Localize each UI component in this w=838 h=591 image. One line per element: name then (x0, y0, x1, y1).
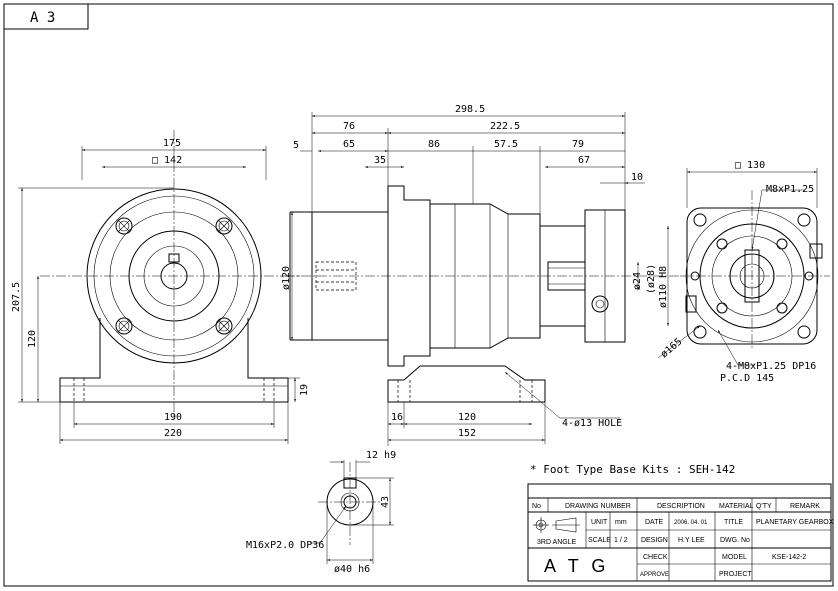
flange-length-dim: 76 (343, 121, 355, 132)
scale-value: 1 / 2 (614, 537, 628, 544)
dia28-dim: (ø28) (646, 264, 657, 294)
shaft-detail: 12 h9 43 M16xP2.0 DP36 ø40 h6 (246, 450, 396, 575)
kit-note: * Foot Type Base Kits : SEH-142 (530, 463, 735, 476)
dia110-dim: ø110 H8 (658, 266, 669, 308)
shaft-key-width: 12 h9 (366, 450, 396, 461)
d79-dim: 79 (572, 139, 584, 150)
side-view: 298.5 76 222.5 5 65 86 57.5 79 35 67 10 … (281, 104, 680, 446)
projection-symbol (533, 517, 580, 533)
header-remark: REMARK (790, 503, 820, 510)
shaft-diameter: ø40 h6 (334, 564, 370, 575)
front-foot-inner-dim: 190 (164, 412, 182, 423)
projection-label: 3RD ANGLE (537, 539, 577, 546)
output-bolt-holes (690, 213, 814, 339)
front-foot-height-dim: 19 (299, 384, 310, 396)
foot-d152-dim: 152 (458, 428, 476, 439)
dia24-dim: ø24 (632, 272, 643, 290)
header-drawing-number: DRAWING NUMBER (565, 503, 631, 510)
shaft-key-height: 43 (380, 496, 391, 508)
check-label: CHECK (643, 554, 668, 561)
dwg-label: DWG. No (720, 537, 750, 544)
front-center-height-dim: 120 (27, 330, 38, 348)
company-logo-text: A T G (544, 556, 609, 576)
d35-dim: 35 (374, 155, 386, 166)
body-length-dim: 222.5 (490, 121, 520, 132)
d10-dim: 10 (631, 172, 643, 183)
header-description: DESCRIPTION (657, 503, 705, 510)
front-view: 175 □ 142 207.5 120 19 190 220 (11, 130, 310, 444)
header-no: No (532, 503, 541, 510)
project-label: PROJECT (719, 571, 752, 578)
d65-dim: 65 (343, 139, 355, 150)
output-square-dim: □ 130 (735, 160, 765, 171)
shaft-thread: M16xP2.0 DP36 (246, 540, 324, 551)
design-value: H.Y LEE (678, 537, 705, 544)
header-material: MATERIAL (719, 503, 754, 510)
sheet-size-label: A 3 (30, 10, 55, 26)
title-label: TITLE (724, 519, 743, 526)
hole-note: 4-ø13 HOLE (562, 418, 622, 429)
design-label: DESIGN (641, 537, 668, 544)
model-value: KSE-142-2 (772, 554, 806, 561)
date-label: DATE (645, 519, 663, 526)
title-block: No DRAWING NUMBER DESCRIPTION MATERIAL Q… (527, 483, 834, 582)
header-qty: Q'TY (756, 503, 772, 510)
unit-value: mm (615, 519, 627, 526)
approve-label: APPROVE (640, 572, 669, 578)
dia120-dim: ø120 (281, 266, 292, 290)
unit-label: UNIT (591, 519, 608, 526)
d67-dim: 67 (578, 155, 590, 166)
front-foot-outer-dim: 220 (164, 428, 182, 439)
sheet-border (3, 3, 834, 587)
scale-label: SCALE (588, 537, 611, 544)
output-thread-note: 4-M8xP1.25 DP16 (726, 361, 816, 372)
front-square-dim: □ 142 (152, 155, 182, 166)
d57-dim: 57.5 (494, 139, 518, 150)
model-label: MODEL (722, 554, 747, 561)
title-value: PLANETARY GEARBOX (756, 519, 834, 526)
gap-dim: 5 (293, 140, 299, 151)
foot-d120-dim: 120 (458, 412, 476, 423)
output-pcd: P.C.D 145 (720, 373, 774, 384)
front-height-dim: 207.5 (11, 282, 22, 312)
overall-length-dim: 298.5 (455, 104, 485, 115)
output-thread-top: M8xP1.25 (766, 184, 814, 195)
output-dia165: ø165 (659, 336, 685, 360)
foot-d16-dim: 16 (391, 412, 403, 423)
d86-dim: 86 (428, 139, 440, 150)
front-bolt-holes (115, 217, 233, 335)
output-view: □ 130 M8xP1.25 4-M8xP1.25 DP16 P.C.D 145… (657, 160, 830, 384)
front-width-dim: 175 (163, 138, 181, 149)
date-value: 2006. 04. 01 (674, 520, 708, 526)
sheet-size-box: A 3 (3, 3, 89, 30)
